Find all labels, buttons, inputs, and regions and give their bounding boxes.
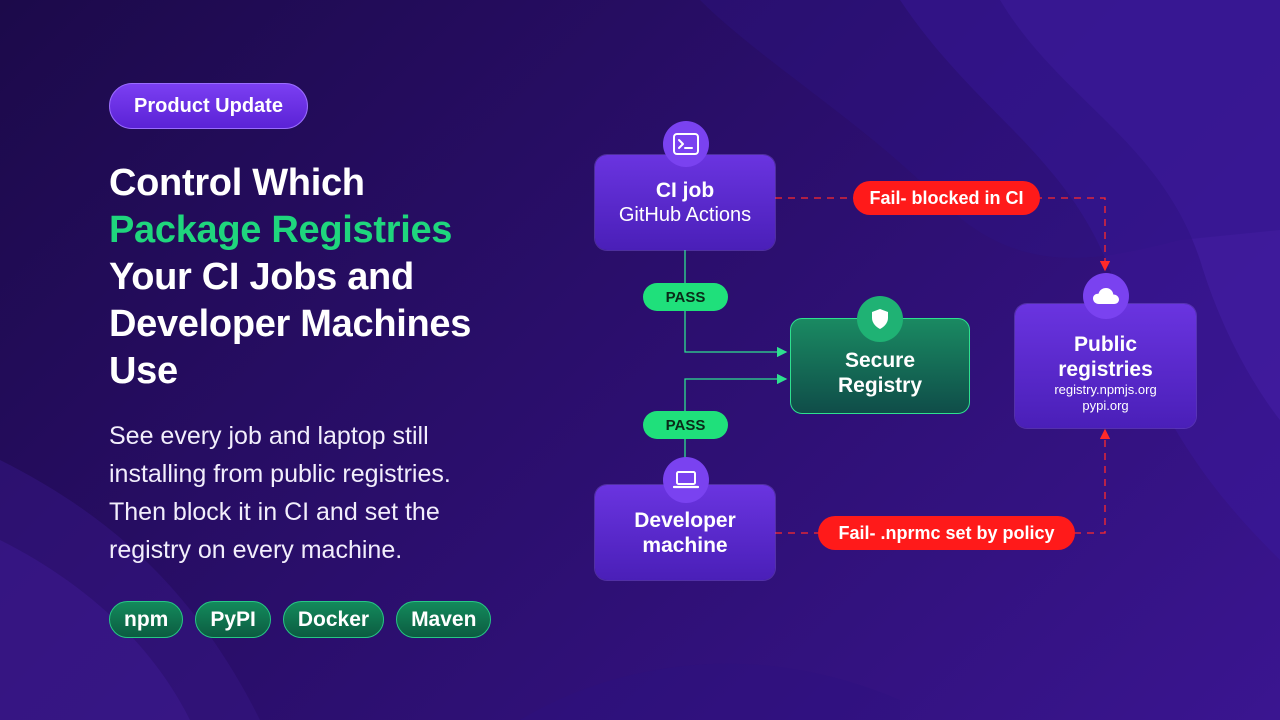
tag-npm: npm bbox=[109, 601, 184, 638]
page-title: Control Which Package Registries Your CI… bbox=[109, 160, 529, 395]
pass-badge-developer: PASS bbox=[643, 411, 728, 439]
laptop-icon bbox=[663, 457, 709, 503]
ecosystem-tags: npm PyPI Docker Maven bbox=[109, 601, 492, 638]
product-update-badge: Product Update bbox=[109, 83, 308, 129]
headline-line-3: Your CI Jobs and bbox=[109, 256, 414, 298]
subtitle: See every job and laptop still installin… bbox=[109, 417, 509, 569]
cloud-icon bbox=[1083, 273, 1129, 319]
public-registries-node: Public registries registry.npmjs.org pyp… bbox=[1015, 304, 1196, 428]
tag-maven: Maven bbox=[396, 601, 492, 638]
ci-job-node: CI job GitHub Actions bbox=[595, 155, 775, 250]
public-registries-line-1: Public bbox=[1073, 333, 1137, 356]
public-registries-line-2: registries bbox=[1058, 358, 1153, 381]
subtitle-line-1: See every job and laptop still bbox=[109, 422, 429, 450]
subtitle-line-4: registry on every machine. bbox=[109, 536, 403, 564]
tag-pypi: PyPI bbox=[195, 601, 271, 638]
fail-badge-developer: Fail- .nprmc set by policy bbox=[818, 516, 1075, 550]
secure-registry-line-1: Secure bbox=[844, 349, 916, 372]
ci-job-subtitle: GitHub Actions bbox=[618, 203, 752, 226]
ci-job-title: CI job bbox=[655, 178, 715, 202]
subtitle-line-3: Then block it in CI and set the bbox=[109, 498, 440, 526]
pass-badge-ci: PASS bbox=[643, 283, 728, 311]
headline-line-4: Developer Machines bbox=[109, 303, 472, 345]
headline-line-5: Use bbox=[109, 350, 178, 392]
public-registry-url-pypi: pypi.org bbox=[1082, 398, 1129, 413]
tag-docker: Docker bbox=[282, 601, 385, 638]
public-registry-url-npm: registry.npmjs.org bbox=[1054, 382, 1157, 397]
developer-title-line-2: machine bbox=[642, 533, 728, 557]
fail-badge-ci: Fail- blocked in CI bbox=[853, 181, 1040, 215]
shield-icon bbox=[857, 296, 903, 342]
subtitle-line-2: installing from public registries. bbox=[109, 460, 451, 488]
secure-registry-node: Secure Registry bbox=[790, 318, 970, 414]
terminal-icon bbox=[663, 121, 709, 167]
headline-line-1: Control Which bbox=[109, 162, 365, 204]
developer-title-line-1: Developer bbox=[634, 508, 736, 532]
headline-line-2: Package Registries bbox=[109, 209, 453, 251]
secure-registry-line-2: Registry bbox=[837, 374, 923, 397]
